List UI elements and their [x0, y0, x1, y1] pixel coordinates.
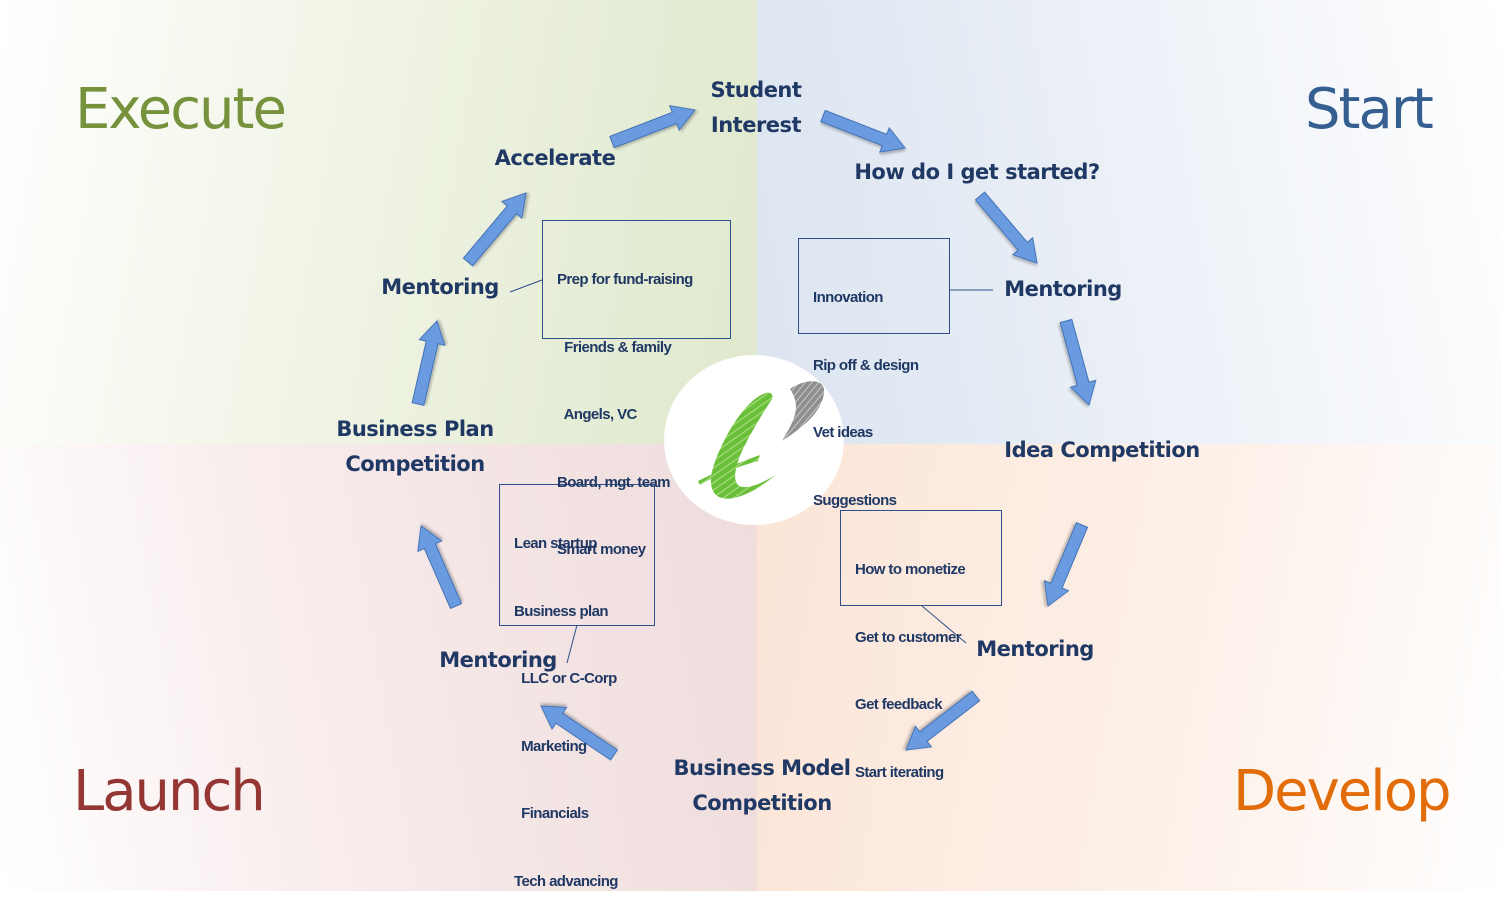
- info-box-execute: Prep for fund-raising Friends & family A…: [542, 220, 731, 558]
- arrow-interest-to-get-started: [820, 109, 906, 153]
- connector-line-launch: [566, 624, 578, 664]
- info-item: Marketing: [514, 737, 587, 755]
- arrow-idea-to-mentoring: [1043, 522, 1089, 607]
- phase-title-launch: Launch: [73, 759, 266, 824]
- info-item: Start iterating: [855, 763, 944, 781]
- quadrant-start: [757, 0, 1502, 444]
- info-item: Financials: [514, 805, 589, 822]
- arrow-business-model-to-mentoring: [540, 705, 619, 761]
- info-item: Business plan: [514, 602, 609, 620]
- node-business-model-line2: Competition: [692, 791, 832, 815]
- quadrant-execute: [0, 0, 757, 444]
- node-mentoring-execute: Mentoring: [381, 275, 499, 299]
- node-student-interest-line2: Interest: [710, 113, 802, 137]
- info-item: Vet ideas: [813, 424, 873, 441]
- info-item: Get to customer: [855, 628, 962, 646]
- arrow-business-plan-to-mentoring: [411, 320, 446, 406]
- info-item: Innovation: [813, 289, 883, 306]
- info-item: Lean startup: [514, 535, 597, 552]
- info-box-launch: Lean startup Business plan LLC or C-Corp…: [499, 484, 655, 890]
- info-item: How to monetize: [855, 561, 966, 578]
- node-business-plan-competition: Business Plan Competition: [326, 412, 504, 482]
- info-item: Board, mgt. team: [557, 473, 671, 491]
- node-idea-competition: Idea Competition: [1004, 438, 1200, 462]
- arrow-mentoring-to-business-model: [905, 690, 981, 751]
- phase-title-start: Start: [1305, 77, 1434, 142]
- e-logo-icon: [698, 381, 825, 499]
- info-box-develop: How to monetize Get to customer Get feed…: [840, 510, 1002, 781]
- arrow-mentoring-to-business-plan: [417, 525, 463, 610]
- info-item: Smart money: [557, 541, 646, 558]
- phase-title-execute: Execute: [75, 77, 287, 142]
- flow-arrows: [411, 105, 1097, 761]
- diagram-overlay: [411, 105, 1097, 761]
- node-accelerate: Accelerate: [494, 146, 616, 170]
- info-item: Angels, VC: [557, 406, 638, 423]
- phase-title-develop: Develop: [1233, 759, 1452, 824]
- arrow-mentoring-to-accelerate: [462, 192, 527, 267]
- node-business-plan-line1: Business Plan: [336, 417, 494, 441]
- info-item: Tech advancing: [514, 872, 618, 890]
- node-mentoring-develop: Mentoring: [976, 637, 1094, 661]
- info-item: Friends & family: [557, 338, 672, 356]
- info-box-start: Innovation Rip off & design Vet ideas Su…: [798, 238, 950, 509]
- node-student-interest: Student Interest: [700, 73, 812, 143]
- node-business-model-line1: Business Model: [673, 756, 851, 780]
- info-item: Prep for fund-raising: [557, 271, 693, 288]
- quadrant-develop: [757, 444, 1502, 891]
- info-item: LLC or C-Corp: [514, 670, 617, 687]
- node-get-started: How do I get started?: [854, 160, 1100, 184]
- arrow-get-started-to-mentoring: [974, 191, 1038, 264]
- arrow-mentoring-to-idea: [1059, 318, 1097, 406]
- node-student-interest-line1: Student: [710, 78, 802, 102]
- node-mentoring-start: Mentoring: [1004, 277, 1122, 301]
- info-item: Suggestions: [813, 491, 897, 509]
- node-mentoring-launch: Mentoring: [439, 648, 557, 672]
- info-item: Rip off & design: [813, 356, 919, 374]
- logo-badge: [664, 355, 844, 525]
- info-item: Get feedback: [855, 696, 943, 713]
- connector-line-execute: [509, 279, 543, 293]
- arrow-accelerate-to-interest: [609, 105, 696, 149]
- node-business-plan-line2: Competition: [345, 452, 485, 476]
- connector-line-develop: [921, 605, 967, 644]
- quadrant-launch: [0, 444, 757, 891]
- node-business-model-competition: Business Model Competition: [662, 751, 862, 821]
